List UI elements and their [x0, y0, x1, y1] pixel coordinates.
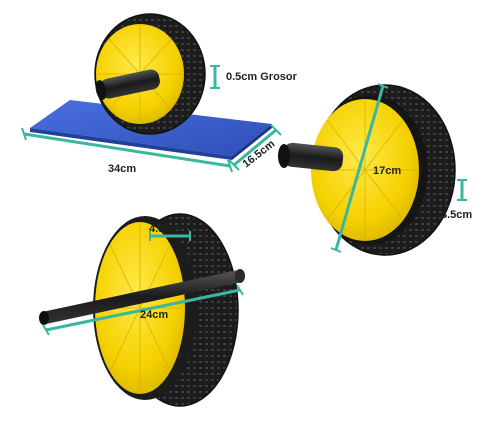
wheel-handle	[42, 270, 242, 324]
wheel-diameter-dimension: 17cm	[330, 83, 401, 253]
thickness-label: 0.5cm Grosor	[226, 71, 298, 83]
mat-length-dimension: 34cm	[21, 127, 233, 175]
wheel-side-view	[278, 84, 456, 256]
wheel-offset-dimension: 3.5cm	[441, 179, 472, 221]
wheel-angled-view	[39, 213, 245, 407]
tread-width-dimension: 4.5cm	[149, 223, 191, 241]
thickness-dimension: 0.5cm Grosor	[210, 65, 298, 89]
wheel-handle	[282, 142, 344, 172]
tread-width-label: 4.5cm	[149, 223, 180, 235]
wheel-offset-label: 3.5cm	[441, 209, 472, 221]
wheel-diameter-label: 17cm	[373, 165, 401, 177]
wheel-handle	[100, 69, 160, 99]
mat-length-label: 34cm	[108, 163, 136, 175]
handle-length-dimension: 24cm	[42, 284, 244, 336]
exercise-mat-edge	[30, 128, 232, 160]
handle-length-label: 24cm	[140, 309, 168, 321]
wheel-on-mat-view	[30, 13, 272, 160]
